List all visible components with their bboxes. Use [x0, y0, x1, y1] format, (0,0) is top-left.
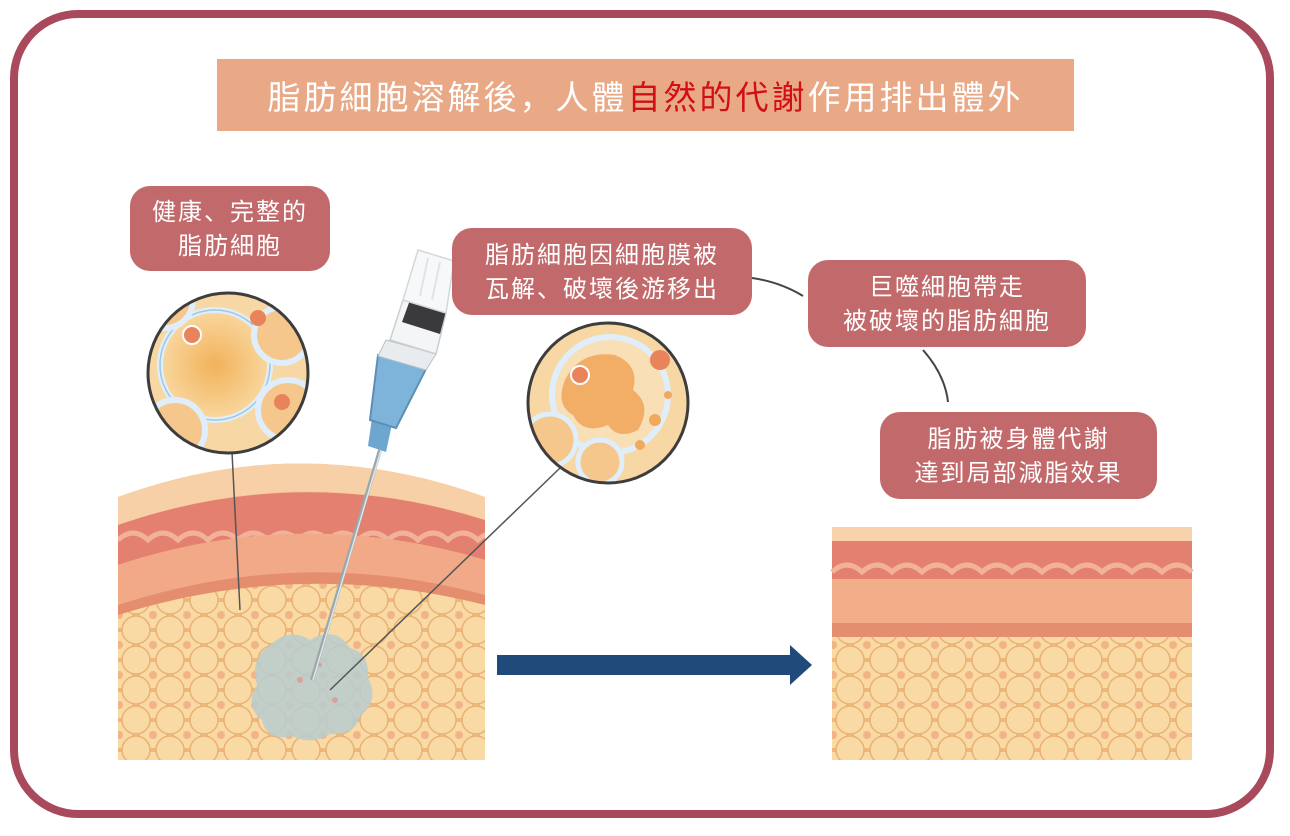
label-macrophage-line2: 被破壞的脂肪細胞 [843, 306, 1051, 335]
skin-block-after [830, 527, 1194, 760]
title-highlight: 自然的代謝 [627, 78, 808, 117]
label-result-line2: 達到局部減脂效果 [914, 458, 1123, 487]
label-result-line1: 脂肪被身體代謝 [927, 424, 1110, 453]
label-macrophage: 巨噬細胞帶走 被破壞的脂肪細胞 [808, 260, 1086, 347]
label-dissolved-line2: 瓦解、破壞後游移出 [485, 274, 719, 303]
label-dissolved-cell: 脂肪細胞因細胞膜被 瓦解、破壞後游移出 [452, 228, 752, 315]
title-part1: 脂肪細胞溶解後，人體 [267, 78, 628, 117]
connector-curve-2 [922, 349, 949, 403]
syringe-icon [310, 249, 455, 681]
title-part2: 作用排出體外 [807, 78, 1024, 117]
label-dissolved-line1: 脂肪細胞因細胞膜被 [485, 240, 719, 269]
connector-curve-1 [751, 277, 804, 297]
progress-arrow-icon [497, 645, 812, 685]
label-healthy-line2: 脂肪細胞 [178, 231, 282, 260]
label-healthy-line1: 健康、完整的 [152, 197, 308, 226]
label-healthy-cell: 健康、完整的 脂肪細胞 [130, 186, 330, 271]
label-macrophage-line1: 巨噬細胞帶走 [869, 272, 1025, 301]
dissolved-fat-area [251, 634, 373, 741]
label-result: 脂肪被身體代謝 達到局部減脂效果 [880, 412, 1157, 499]
page-title: 脂肪細胞溶解後，人體自然的代謝作用排出體外 [217, 59, 1074, 131]
